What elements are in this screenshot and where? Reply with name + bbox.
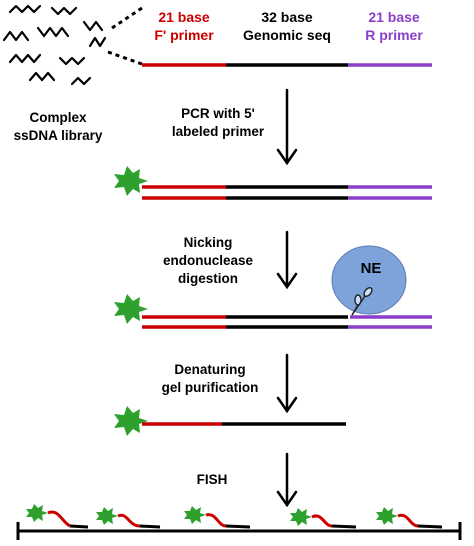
label-star-2 <box>114 294 148 324</box>
reverse-primer-label: R primer <box>365 27 423 43</box>
label-star-3 <box>114 406 148 436</box>
library-label-line2: ssDNA library <box>14 128 103 143</box>
hybridized-probe-3 <box>184 506 251 529</box>
genomic-seq-label: Genomic seq <box>243 27 331 43</box>
step2-line3: digestion <box>178 271 238 286</box>
label-star <box>114 166 148 196</box>
forward-primer-length: 21 base <box>158 9 210 25</box>
library-label-line1: Complex <box>29 110 87 125</box>
step3-line1: Denaturing <box>174 362 245 377</box>
step2-line2: endonuclease <box>163 253 254 268</box>
hybridized-probe-1 <box>26 504 89 529</box>
step2-arrow <box>276 230 298 290</box>
hybridized-probe-2 <box>96 507 161 529</box>
zoom-lines <box>107 6 143 66</box>
step3-line2: gel purification <box>162 380 259 395</box>
enzyme-label: NE <box>361 260 382 277</box>
step3-arrow <box>276 353 298 414</box>
chromosome-strand <box>16 522 462 540</box>
forward-primer-label: F' primer <box>154 27 214 43</box>
hybridized-probe-4 <box>290 508 357 529</box>
step4-arrow <box>276 452 298 508</box>
step2-line1: Nicking <box>184 235 233 250</box>
scissors-icon <box>351 287 373 316</box>
genomic-seq-length: 32 base <box>261 9 313 25</box>
hybridized-probe-5 <box>376 507 443 529</box>
nicking-enzyme-blob <box>331 245 407 315</box>
step1-arrow <box>276 88 298 166</box>
reverse-primer-length: 21 base <box>368 9 420 25</box>
step1-line2: labeled primer <box>172 124 265 139</box>
step4-label: FISH <box>197 472 228 487</box>
step1-line1: PCR with 5' <box>181 106 255 121</box>
ssdna-library-icon <box>2 4 107 86</box>
nicked-duplex <box>142 315 432 329</box>
labeled-duplex <box>142 185 432 200</box>
